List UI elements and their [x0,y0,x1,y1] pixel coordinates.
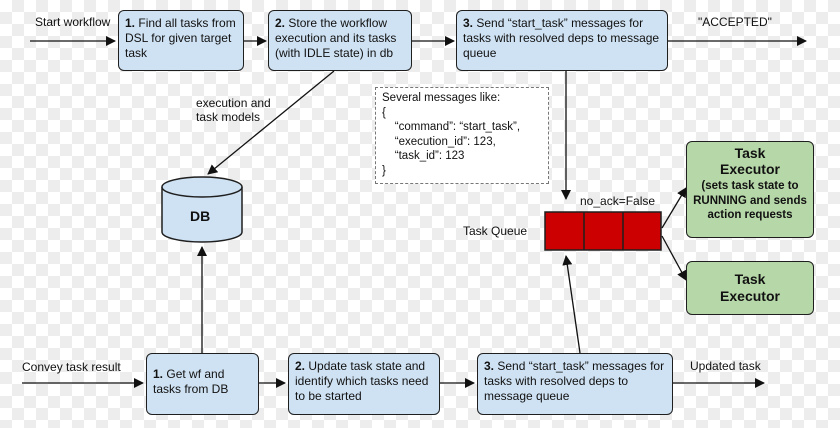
top-step-2-num: 2. [275,16,286,30]
top-step-1: 1. Find all tasks from DSL for given tar… [118,10,244,71]
note-line: } [382,164,386,177]
accepted-label: "ACCEPTED" [698,15,772,29]
top-step-3: 3. Send “start_task” messages for tasks … [456,10,668,71]
message-note: Several messages like: { “command”: “sta… [375,87,549,184]
note-line: “execution_id”: 123, [382,135,496,148]
updated-task-label: Updated task [690,359,761,373]
db-label: DB [190,208,211,224]
bottom-step-2-text: Update task state and identify which tas… [295,359,429,403]
task-executor-1-title: Task Executor [720,145,780,177]
task-executor-2-title: Task Executor [720,271,780,304]
note-line: “task_id”: 123 [382,150,465,162]
arrow-queue-to-executor2 [661,235,687,281]
top-step-1-text: Find all tasks from DSL for given target… [125,16,236,60]
no-ack-label: no_ack=False [580,194,656,208]
task-executor-2: Task Executor [686,261,814,315]
arrow-queue-to-executor1 [661,187,687,229]
bottom-step-1-text: Get wf and tasks from DB [153,367,229,396]
task-queue-label: Task Queue [463,224,528,238]
bottom-step-2-num: 2. [295,359,306,373]
task-executor-1: Task Executor (sets task state to RUNNIN… [686,141,814,238]
arrow-step2-to-db [207,70,335,175]
bottom-step-1-num: 1. [153,367,164,381]
bottom-step-3-num: 3. [484,359,495,373]
note-line: “command”: “start_task”, [382,121,521,133]
db-cylinder [161,176,243,243]
bottom-step-3: 3. Send “start_task” messages for tasks … [477,353,673,415]
bottom-step-2: 2. Update task state and identify which … [288,353,440,415]
task-queue [544,211,662,251]
start-workflow-label: Start workflow [35,15,111,29]
top-step-3-text: Send “start_task” messages for tasks wit… [463,16,660,60]
execution-models-label: execution and task models [196,96,271,124]
top-step-2: 2. Store the workflow execution and its … [268,10,412,71]
bottom-step-3-text: Send “start_task” messages for tasks wit… [484,359,665,403]
convey-task-result-label: Convey task result [22,360,121,374]
top-step-1-num: 1. [125,16,136,30]
arrow-bottom-step3-to-queue [562,255,581,354]
note-line: { [382,106,386,119]
top-step-2-text: Store the workflow execution and its tas… [275,16,397,60]
bottom-step-1: 1. Get wf and tasks from DB [146,353,259,415]
top-step-3-num: 3. [463,16,474,30]
note-line: Several messages like: [382,92,501,104]
task-executor-1-detail: (sets task state to RUNNING and sends ac… [693,180,807,221]
